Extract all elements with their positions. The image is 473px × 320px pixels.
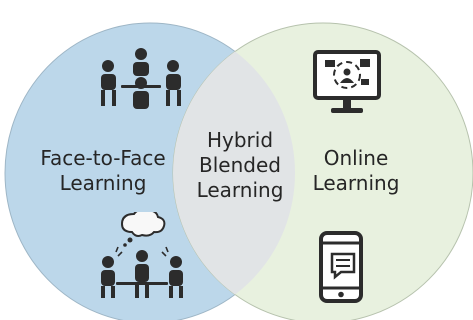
online-classroom-monitor-icon xyxy=(313,50,381,113)
hybrid-blended-label: Hybrid Blended Learning xyxy=(196,128,284,202)
online-learning-label: Online Learning xyxy=(312,146,400,195)
mobile-chat-icon xyxy=(319,231,363,303)
overlap-region xyxy=(173,23,295,320)
group-meeting-icon xyxy=(101,48,181,109)
thinking-discussion-icon xyxy=(101,212,183,298)
face-to-face-label: Face-to-Face Learning xyxy=(40,146,166,195)
